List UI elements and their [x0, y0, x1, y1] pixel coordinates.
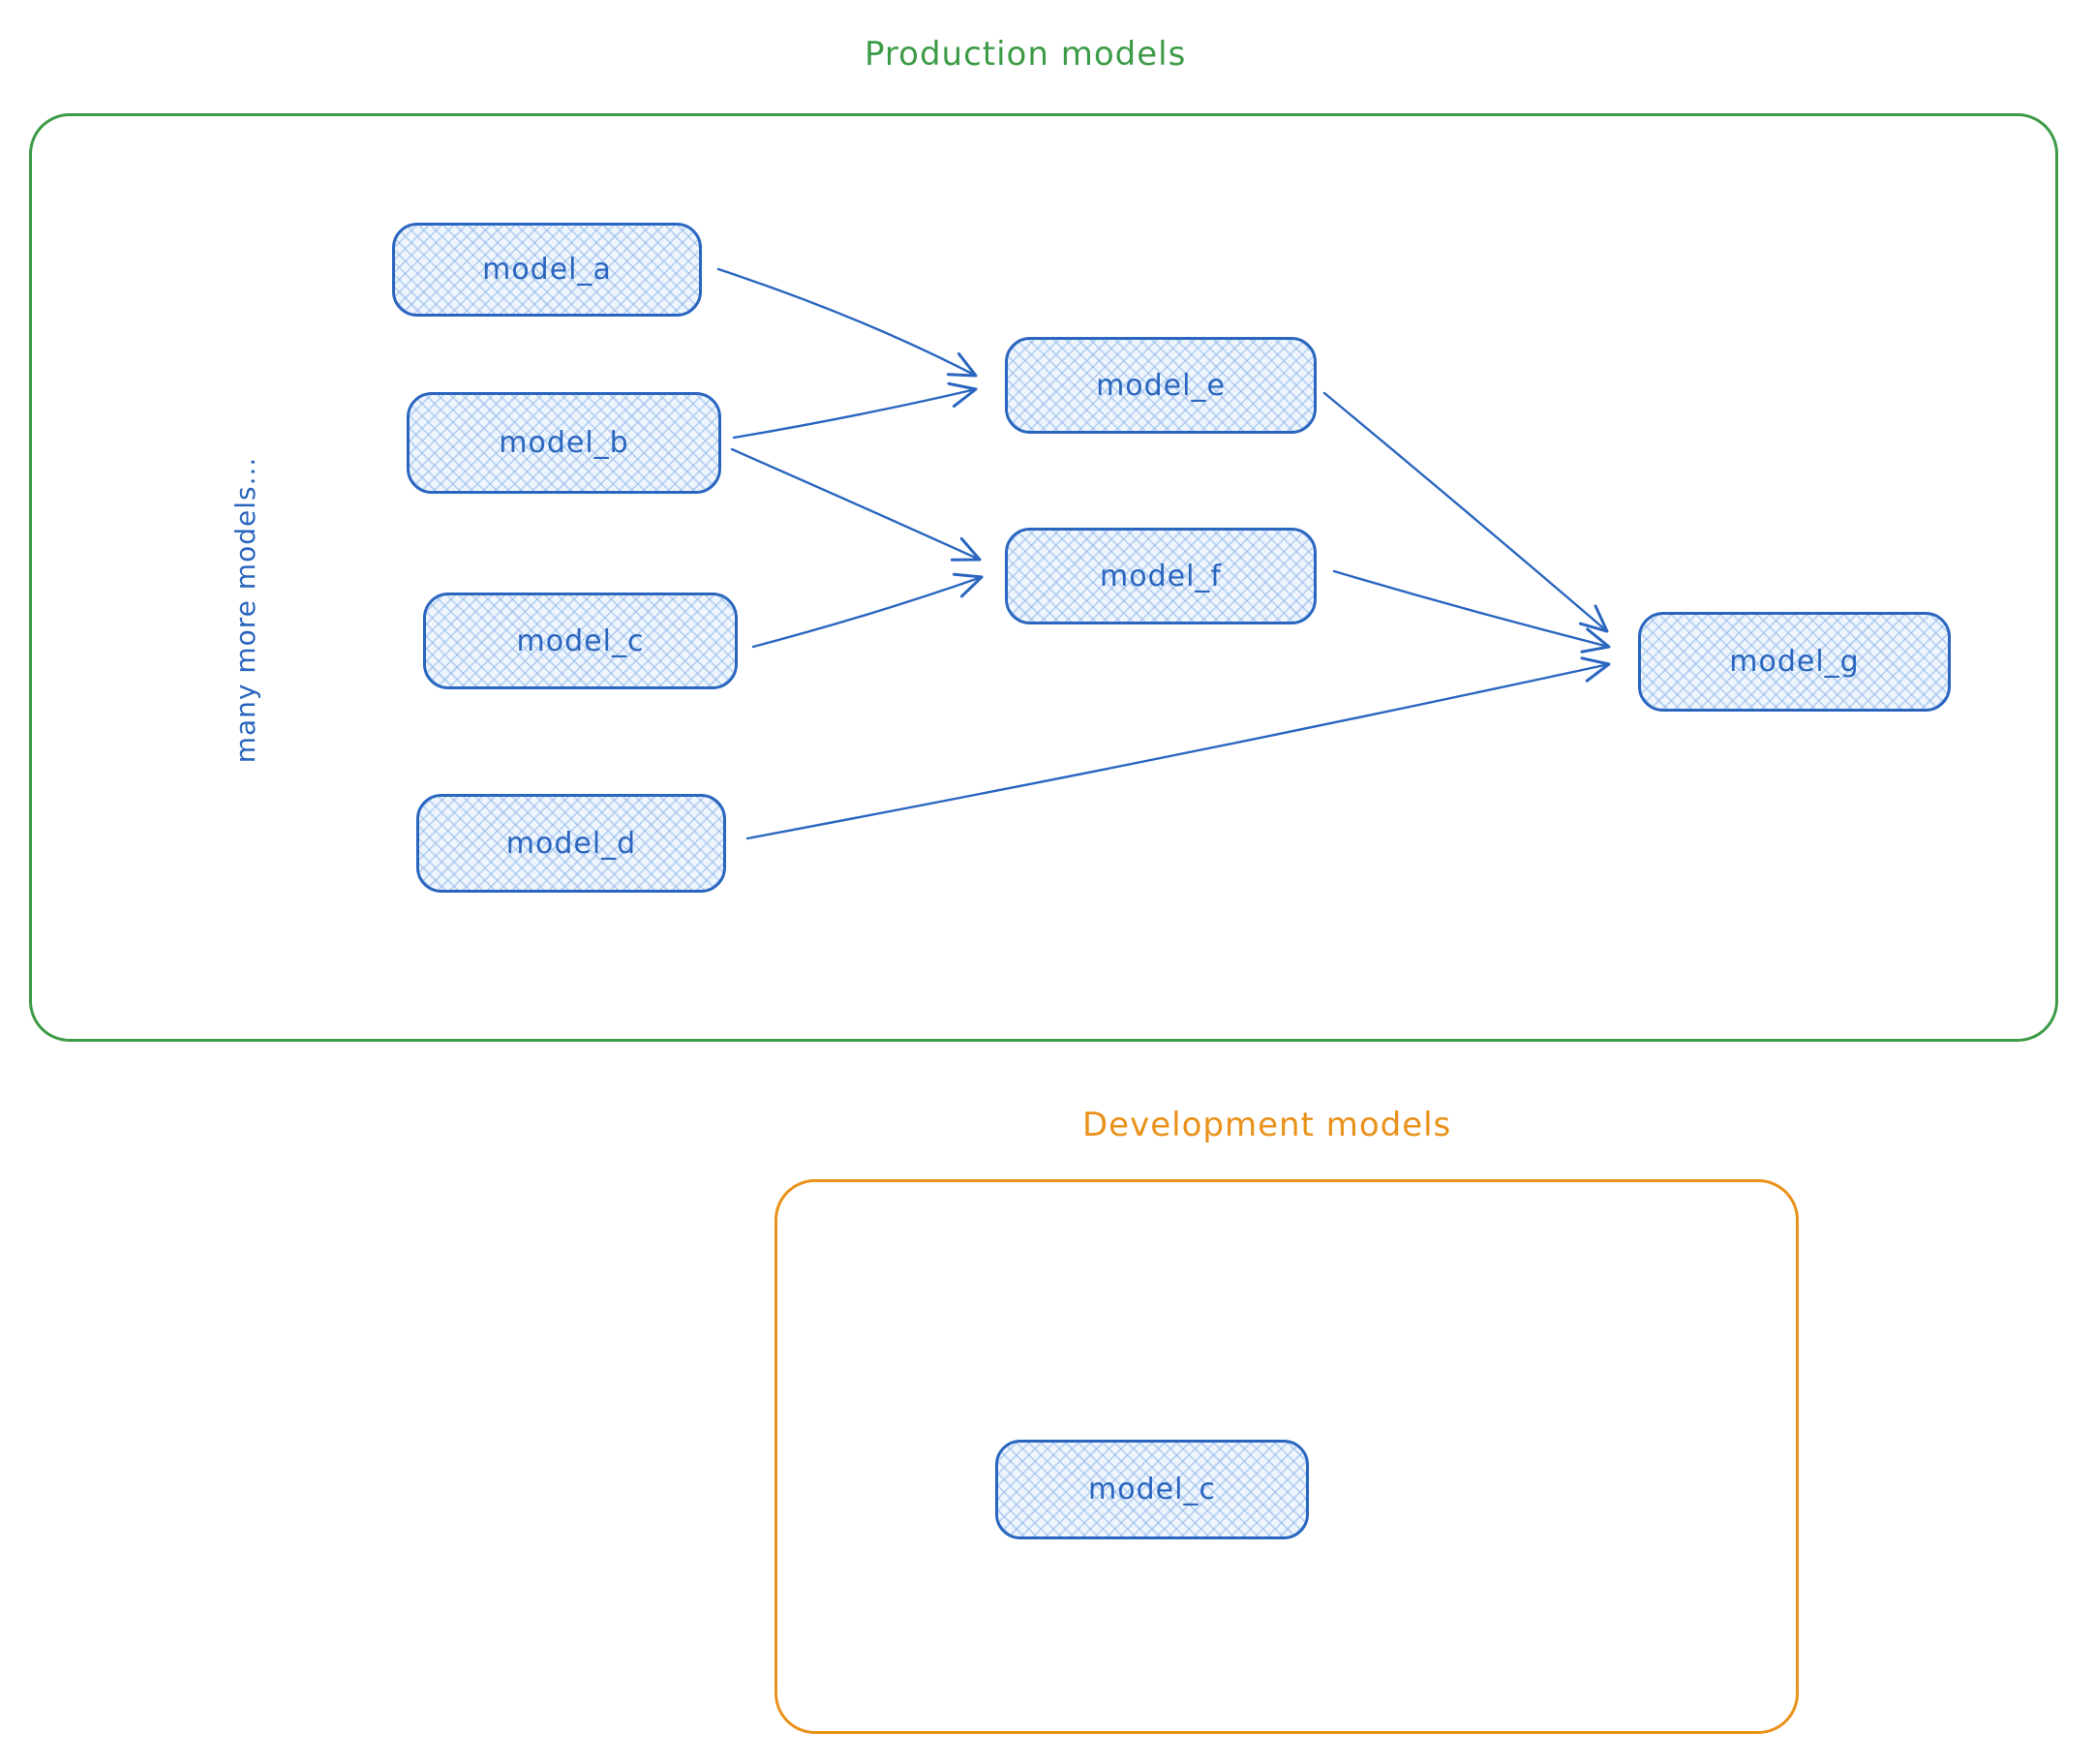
- production-container: [29, 113, 2058, 1042]
- many-more-models-note: many more models...: [228, 456, 261, 764]
- node-model-d: model_d: [416, 794, 726, 893]
- node-model-c: model_c: [423, 593, 738, 689]
- node-model-c-label: model_c: [516, 623, 645, 658]
- node-model-f: model_f: [1005, 528, 1317, 624]
- node-model-d-label: model_d: [505, 826, 637, 861]
- node-model-e: model_e: [1005, 337, 1317, 434]
- development-title: Development models: [1082, 1106, 1452, 1144]
- node-model-c-dev: model_c: [995, 1440, 1309, 1539]
- node-model-g: model_g: [1638, 612, 1951, 712]
- production-title: Production models: [865, 35, 1187, 74]
- node-model-a: model_a: [392, 223, 702, 317]
- node-model-b-label: model_b: [499, 426, 629, 460]
- node-model-b: model_b: [407, 392, 721, 494]
- development-container: [774, 1179, 1799, 1734]
- node-model-a-label: model_a: [482, 253, 612, 287]
- node-model-c-dev-label: model_c: [1088, 1473, 1216, 1506]
- node-model-g-label: model_g: [1729, 645, 1860, 679]
- node-model-f-label: model_f: [1100, 559, 1222, 593]
- node-model-e-label: model_e: [1096, 368, 1226, 403]
